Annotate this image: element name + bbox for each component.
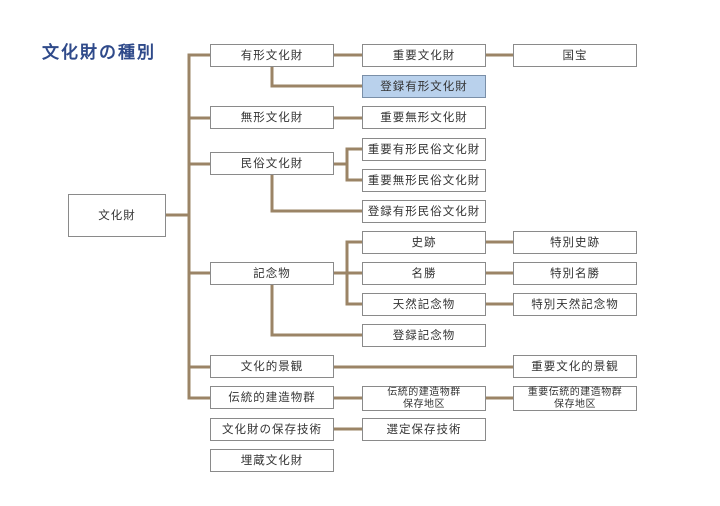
- node-historic-site: 史跡: [362, 231, 486, 254]
- node-tangible: 有形文化財: [210, 44, 334, 67]
- node-registered-tangible: 登録有形文化財: [362, 75, 486, 98]
- connector-tangible-registered: [270, 65, 364, 88]
- node-important-cultural-landscape: 重要文化的景観: [513, 355, 637, 378]
- node-place-of-scenic-beauty: 名勝: [362, 262, 486, 285]
- node-important-tangible-folk: 重要有形民俗文化財: [362, 138, 486, 161]
- node-preservation-district: 伝統的建造物群 保存地区: [362, 386, 486, 411]
- node-monuments: 記念物: [210, 262, 334, 285]
- connector-folk-registered: [270, 174, 364, 213]
- node-root: 文化財: [68, 194, 166, 237]
- node-intangible: 無形文化財: [210, 106, 334, 129]
- node-folk: 民俗文化財: [210, 152, 334, 175]
- node-important-intangible-folk: 重要無形民俗文化財: [362, 169, 486, 192]
- node-national-treasure: 国宝: [513, 44, 637, 67]
- node-important-cultural-property: 重要文化財: [362, 44, 486, 67]
- node-conservation-techniques: 文化財の保存技術: [210, 418, 334, 441]
- node-buried-cultural-property: 埋蔵文化財: [210, 449, 334, 472]
- node-registered-monument: 登録記念物: [362, 324, 486, 347]
- node-special-historic-site: 特別史跡: [513, 231, 637, 254]
- node-selected-conservation-techniques: 選定保存技術: [362, 418, 486, 441]
- connector-monuments-registered: [270, 283, 364, 337]
- node-registered-tangible-folk: 登録有形民俗文化財: [362, 200, 486, 223]
- node-important-preservation-district: 重要伝統的建造物群 保存地区: [513, 386, 637, 411]
- node-traditional-buildings: 伝統的建造物群: [210, 386, 334, 409]
- node-cultural-landscape: 文化的景観: [210, 355, 334, 378]
- node-natural-monument: 天然記念物: [362, 293, 486, 316]
- node-important-intangible: 重要無形文化財: [362, 106, 486, 129]
- node-special-natural-monument: 特別天然記念物: [513, 293, 637, 316]
- node-special-place-of-scenic-beauty: 特別名勝: [513, 262, 637, 285]
- diagram-title: 文化財の種別: [42, 43, 156, 63]
